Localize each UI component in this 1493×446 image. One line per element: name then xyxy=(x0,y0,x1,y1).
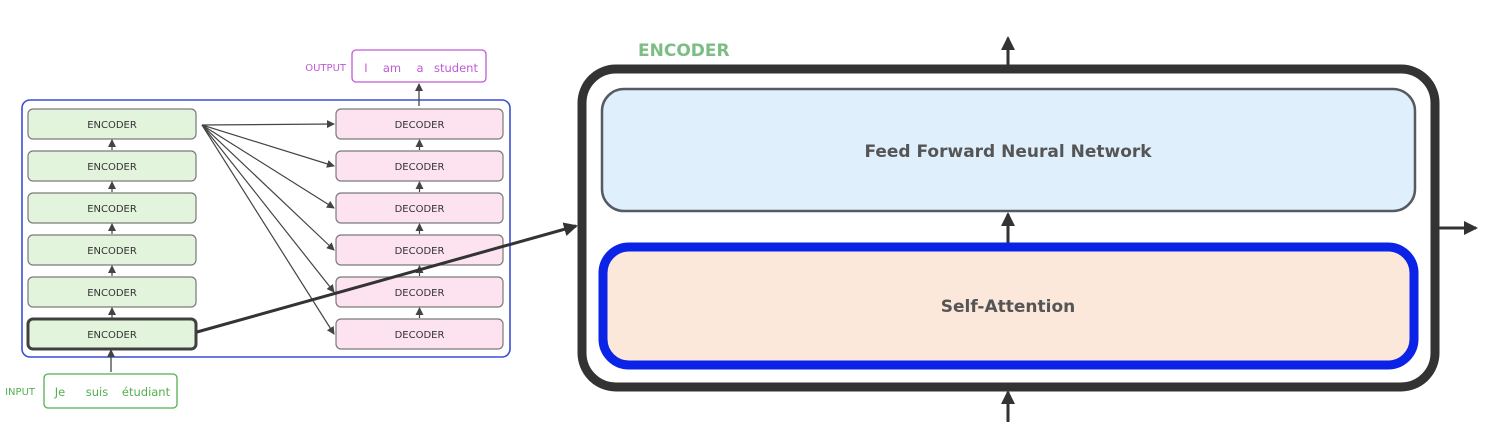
input-word: suis xyxy=(86,385,108,399)
encoder-block: ENCODER xyxy=(26,317,198,351)
output-label: OUTPUT xyxy=(305,63,347,74)
encoder-block-label: ENCODER xyxy=(87,204,137,215)
input-words: Je suis étudiant xyxy=(54,385,171,399)
decoder-block-box xyxy=(335,318,504,350)
encoder-block: ENCODER xyxy=(27,276,197,308)
output-word: a xyxy=(416,61,423,75)
encoder-decoder-arrow xyxy=(201,124,335,209)
input-box xyxy=(43,373,178,409)
encoder-block-label: ENCODER xyxy=(87,162,137,173)
encoder-stack: ENCODER ENCODER ENCODER ENCODER ENCODER ENCOD… xyxy=(26,108,198,351)
decoder-block: DECODER xyxy=(335,276,504,308)
encoder-decoder-arrow xyxy=(201,124,335,293)
input-label: INPUT xyxy=(5,387,36,398)
self-attention-box xyxy=(598,242,1419,370)
encoder-decoder-arrow xyxy=(201,124,335,251)
decoder-block: DECODER xyxy=(335,192,504,224)
output-word: am xyxy=(383,61,401,75)
decoder-block: DECODER xyxy=(335,150,504,182)
decoder-stack: DECODER DECODER DECODER DECODER DECODER DECOD… xyxy=(335,108,504,350)
encoder-decoder-arrow xyxy=(201,124,335,168)
decoder-block-label: DECODER xyxy=(395,162,445,173)
stack-frame xyxy=(21,99,511,358)
detail-title: ENCODER xyxy=(638,41,730,61)
self-attention-label: Self-Attention xyxy=(941,297,1076,317)
output-word: I xyxy=(364,61,367,75)
decoder-block-label: DECODER xyxy=(395,288,445,299)
encoder-block-label: ENCODER xyxy=(87,120,137,131)
output-words: I am a student xyxy=(364,61,478,75)
decoder-block-label: DECODER xyxy=(395,120,445,131)
decoder-block-label: DECODER xyxy=(395,330,445,341)
output-word: student xyxy=(434,61,478,75)
output-box xyxy=(351,49,487,83)
input-word: Je xyxy=(54,385,65,399)
encoder-block-label: ENCODER xyxy=(87,288,137,299)
decoder-block: DECODER xyxy=(335,318,504,350)
zoom-arrow xyxy=(196,222,578,334)
encoder-block-label: ENCODER xyxy=(87,330,137,341)
ffnn-label: Feed Forward Neural Network xyxy=(864,142,1152,162)
encoder-decoder-arrow xyxy=(201,124,335,335)
encoder-block: ENCODER xyxy=(27,192,197,224)
encoder-decoder-arrow xyxy=(201,120,335,129)
decoder-block: DECODER xyxy=(335,234,504,266)
encoder-block: ENCODER xyxy=(27,150,197,182)
encoder-block: ENCODER xyxy=(27,234,197,266)
encoder-block: ENCODER xyxy=(27,108,197,140)
decoder-block-label: DECODER xyxy=(395,246,445,257)
decoder-block-label: DECODER xyxy=(395,204,445,215)
encoder-block-label: ENCODER xyxy=(87,246,137,257)
ffnn-box xyxy=(600,87,1417,213)
input-word: étudiant xyxy=(122,385,171,399)
decoder-block: DECODER xyxy=(335,108,504,140)
